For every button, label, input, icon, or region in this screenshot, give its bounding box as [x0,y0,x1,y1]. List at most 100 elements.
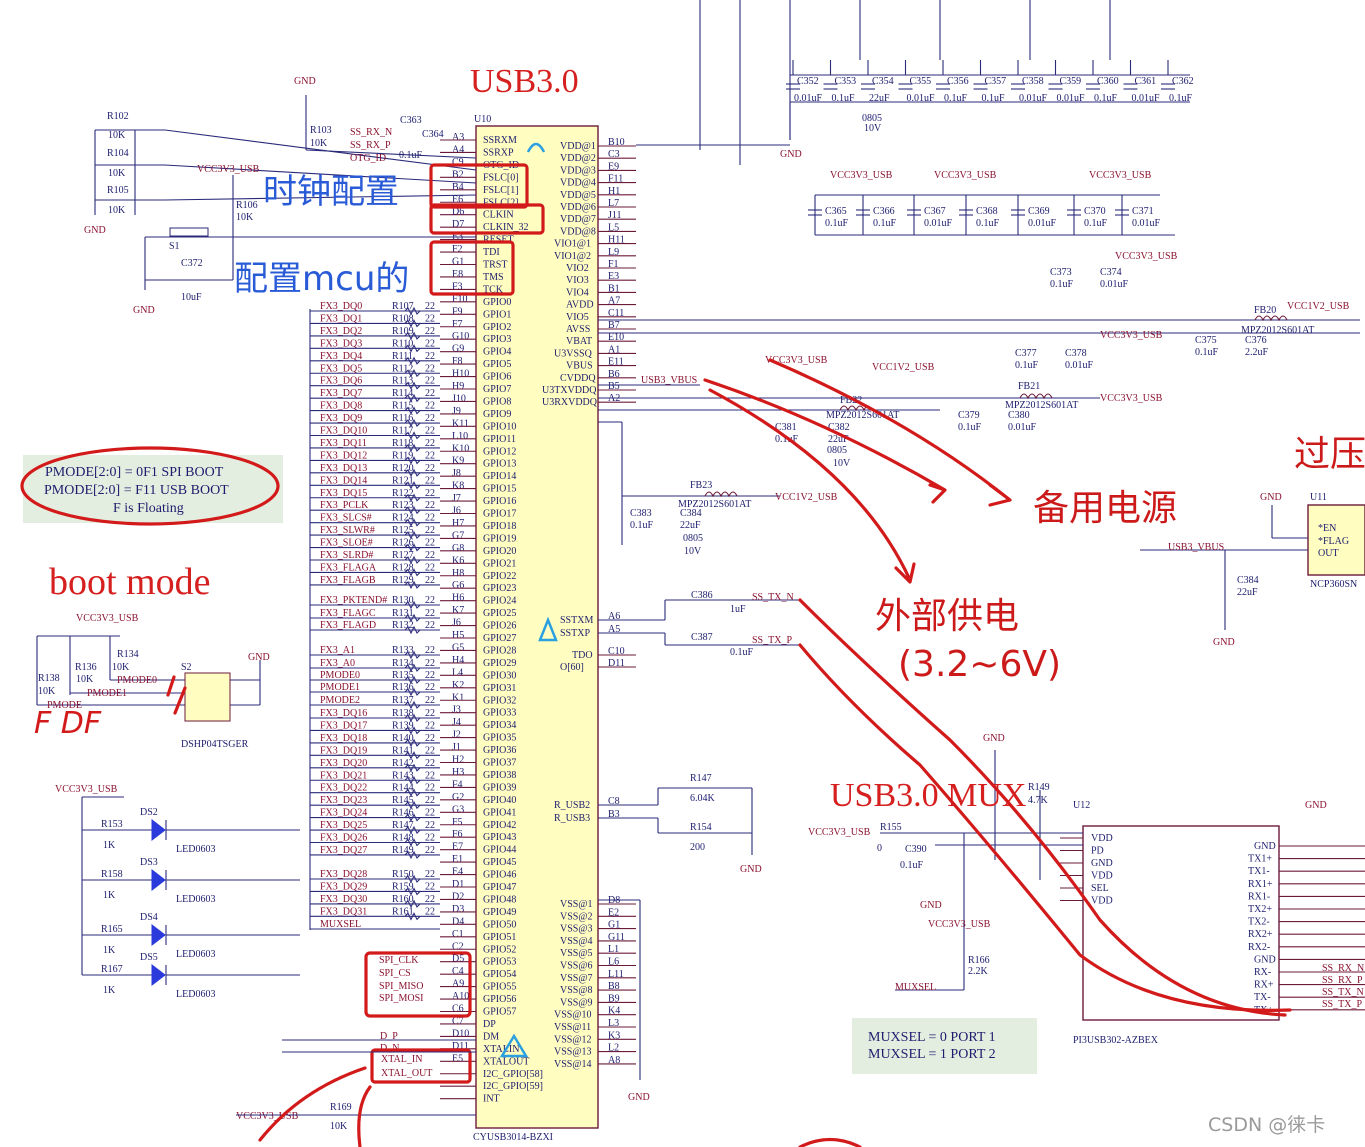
u10-right-pin: VSS@10 [554,1010,592,1021]
c372-ref: C372 [181,258,203,269]
r105-val: 10K [108,205,126,216]
u10-right-ball: J11 [608,210,622,221]
cyan-mark-2 [538,616,558,642]
u10-left-pin: TCK [483,284,504,295]
u10-left-pin: GPIO42 [483,820,516,831]
led-res-val: 1K [103,945,116,956]
r103-val: 10K [310,138,328,149]
gpio-net-label: PMODE0 [320,670,360,681]
misc-cap-val: 0.1uF [1015,360,1039,371]
u10-left-ball: D11 [452,1041,469,1052]
u10-left-pin: XTALOUT [483,1056,529,1067]
top-cap-ref: C356 [947,76,969,87]
u12-right-pin: RX2- [1248,942,1270,953]
series-res-ref: R113 [392,376,413,387]
series-res-val: 22 [425,620,435,631]
spi-miso-net: SPI_MISO [379,981,423,992]
mid-cap-ref: C369 [1028,206,1050,217]
muxsel-net: MUXSEL [895,982,936,993]
vcc-label-1: VCC3V3_USB [197,164,260,175]
mid-cap-ref: C371 [1132,206,1154,217]
u10-left-ball: K7 [452,605,464,616]
u10-left-pin: GPIO0 [483,297,511,308]
u10-right-ball: G1 [608,920,620,931]
c384-pkg: 0805 [683,533,703,544]
gpio-net-label: FX3_SLOE# [320,538,373,549]
u10-left-ball: G5 [452,642,464,653]
u10-left-ball: K11 [452,418,469,429]
u10-right-ball: A2 [608,393,620,404]
u10-left-pin: GPIO9 [483,409,511,420]
led-part: LED0603 [176,989,215,1000]
misc-cap-val: 0.01uF [1008,422,1037,433]
u10-right-pin: SSTXP [560,628,590,639]
u10-right-ball: H11 [608,235,625,246]
u10-left-ball: G9 [452,344,464,355]
gpio-net-label: FX3_DQ24 [320,808,367,819]
u10-left-pin: GPIO44 [483,845,516,856]
top-cap-val: 22uF [869,93,890,104]
series-res-val: 22 [425,525,435,536]
u10-ref: U10 [474,114,491,125]
u10-right-pin: R_USB3 [554,813,590,824]
u10-right-ball: B10 [608,137,625,148]
top-cap-ref: C352 [797,76,819,87]
series-res-ref: R139 [392,720,414,731]
gnd-label-2: GND [294,76,316,87]
series-res-val: 22 [425,500,435,511]
u10-right-ball: B1 [608,283,620,294]
gnd-u12-bot: GND [920,900,942,911]
u10-right-ball: A7 [608,296,620,307]
cap-package: 0805 [862,113,882,124]
series-res-ref: R121 [392,475,414,486]
u10-left-pin: GPIO39 [483,782,516,793]
u10-left-ball: H4 [452,655,464,666]
u10-left-pin: GPIO4 [483,347,511,358]
u12-left-pin: PD [1091,846,1104,857]
u10-right-pin: VSS@14 [554,1059,592,1070]
c384-volt: 10V [684,546,702,557]
series-res-ref: R120 [392,463,414,474]
s1-label: S1 [169,241,180,252]
u10-right-ball: E2 [608,907,619,918]
u10-left-ball: D1 [452,879,464,890]
top-cap-ref: C360 [1097,76,1119,87]
r104-val: 10K [108,168,126,179]
misc-cap-ref: C373 [1050,267,1072,278]
u10-left-pin: GPIO57 [483,1007,516,1018]
series-res-val: 22 [425,326,435,337]
series-res-ref: R128 [392,562,414,573]
series-res-ref: R112 [392,363,413,374]
u10-left-ball: H5 [452,630,464,641]
series-res-val: 22 [425,906,435,917]
u10-right-ball: C3 [608,149,620,160]
misc-cap-ref: C382 [828,422,850,433]
gpio-net-label: FX3_FLAGB [320,575,376,586]
misc-cap-ref: C374 [1100,267,1122,278]
series-res-ref: R125 [392,525,414,536]
u10-left-pin: GPIO19 [483,533,516,544]
u10-left-ball: H2 [452,755,464,766]
series-res-val: 22 [425,426,435,437]
u10-left-pin: GPIO3 [483,334,511,345]
vcc-r169: VCC3V3_USB [236,1111,299,1122]
u10-right-ball: L6 [608,957,619,968]
vcc-label-mid1: VCC3V3_USB [1100,330,1163,341]
u10-right-ball: D11 [608,658,625,669]
fb22-ref: FB22 [840,395,862,406]
u10-left-pin: GPIO31 [483,683,516,694]
c386-val: 22uF [1237,587,1258,598]
u10-left-pin: CLKIN_32 [483,222,529,233]
led-res-ref: R153 [101,819,123,830]
r102-val: 10K [108,130,126,141]
gpio-net-label: FX3_SLCS# [320,513,372,524]
u10-left-ball: H9 [452,381,464,392]
r154-ref: R154 [690,822,712,833]
u10-right-pin: CVDDQ [560,373,596,384]
spi-cs-net: SPI_CS [379,968,411,979]
u10-left-ball: A10 [452,991,469,1002]
c388-val: 0.1uF [730,647,754,658]
u10-left-ball: E6 [452,194,463,205]
u10-left-pin: GPIO10 [483,421,516,432]
